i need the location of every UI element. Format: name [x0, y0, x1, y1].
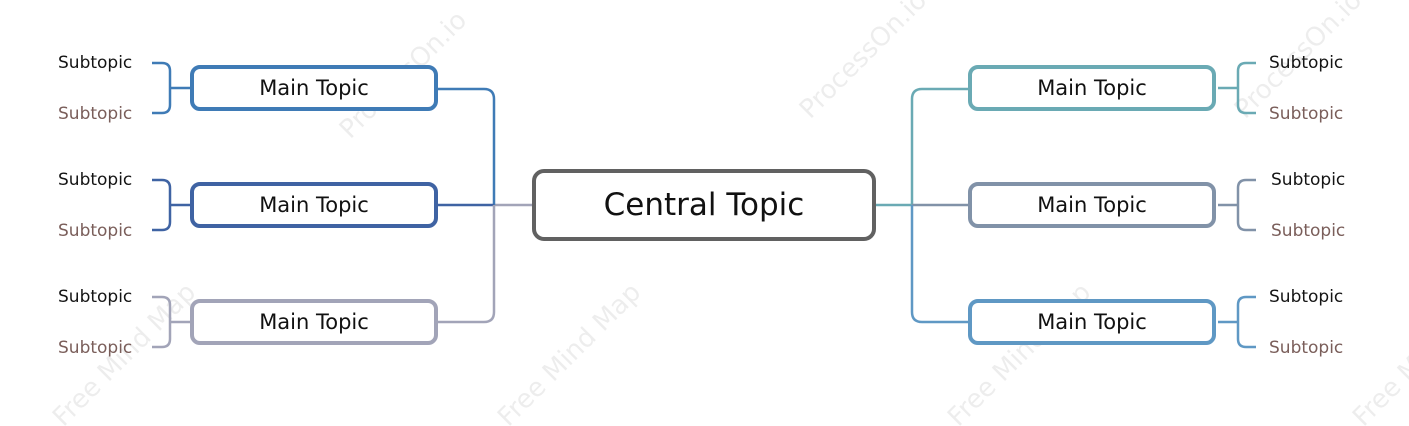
central-topic[interactable]: Central Topic	[532, 169, 876, 241]
main-topic-left-3[interactable]: Main Topic	[190, 299, 438, 345]
subtopic-right-3-a[interactable]: Subtopic	[1269, 287, 1344, 307]
main-topic-right-1[interactable]: Main Topic	[968, 65, 1216, 111]
subtopic-right-2-a[interactable]: Subtopic	[1271, 170, 1346, 190]
connector-left-main-1	[438, 87, 496, 205]
subtopic-left-2-b[interactable]: Subtopic	[58, 221, 133, 241]
main-topic-left-2[interactable]: Main Topic	[190, 182, 438, 228]
bracket-left-2	[152, 178, 190, 232]
connector-right-main-3	[910, 205, 968, 324]
main-topic-right-3[interactable]: Main Topic	[968, 299, 1216, 345]
subtopic-left-2-a[interactable]: Subtopic	[58, 170, 133, 190]
bracket-left-1	[152, 61, 190, 115]
subtopic-right-2-b[interactable]: Subtopic	[1271, 221, 1346, 241]
subtopic-right-1-a[interactable]: Subtopic	[1269, 53, 1344, 73]
bracket-right-2	[1218, 178, 1256, 232]
connector-left-main-3	[438, 205, 496, 324]
subtopic-left-1-a[interactable]: Subtopic	[58, 53, 133, 73]
subtopic-right-1-b[interactable]: Subtopic	[1269, 104, 1344, 124]
subtopic-left-3-b[interactable]: Subtopic	[58, 338, 133, 358]
subtopic-left-1-b[interactable]: Subtopic	[58, 104, 133, 124]
bracket-right-1	[1218, 61, 1256, 115]
subtopic-right-3-b[interactable]: Subtopic	[1269, 338, 1344, 358]
subtopic-left-3-a[interactable]: Subtopic	[58, 287, 133, 307]
bracket-left-3	[152, 295, 190, 349]
bracket-right-3	[1218, 295, 1256, 349]
connector-right-main-1	[910, 87, 968, 205]
main-topic-right-2[interactable]: Main Topic	[968, 182, 1216, 228]
main-topic-left-1[interactable]: Main Topic	[190, 65, 438, 111]
